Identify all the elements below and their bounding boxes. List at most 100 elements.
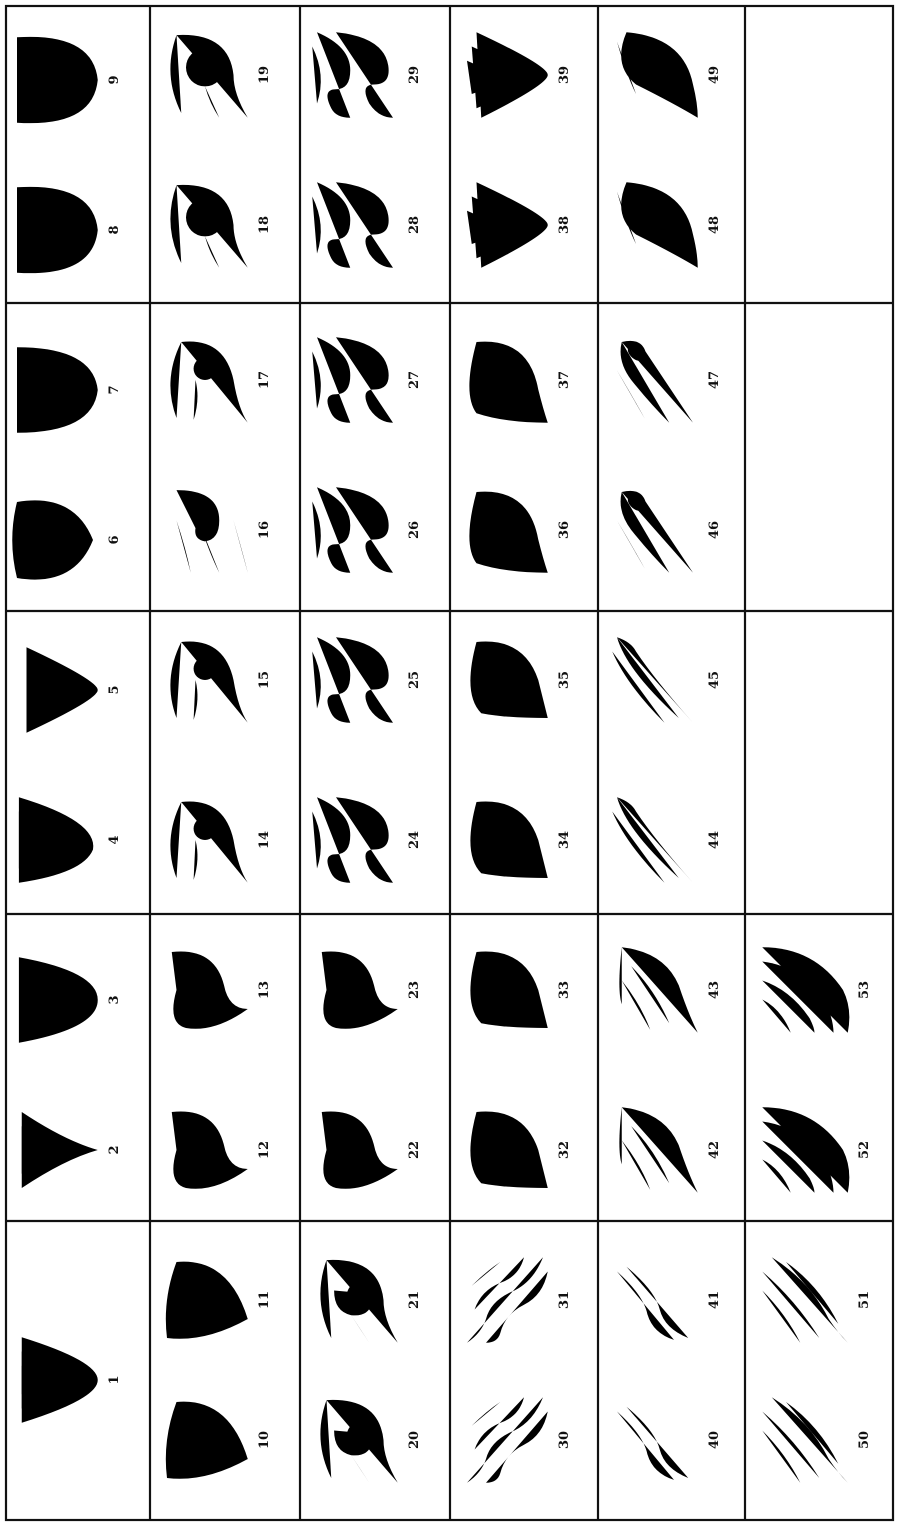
pattern-number-39: 39 — [557, 66, 572, 84]
pattern-glyph-1 — [22, 1337, 98, 1423]
pattern-panel-4: 4 — [19, 797, 122, 883]
pattern-panel-5: 5 — [26, 647, 122, 733]
pattern-number-43: 43 — [707, 981, 722, 999]
pattern-number-41: 41 — [707, 1291, 722, 1309]
pattern-number-2: 2 — [107, 1145, 122, 1154]
pattern-glyph-40 — [617, 1407, 688, 1480]
pattern-number-4: 4 — [107, 835, 122, 844]
pattern-number-8: 8 — [107, 225, 122, 234]
pattern-glyph-46 — [617, 491, 693, 573]
pattern-glyph-11 — [166, 1262, 248, 1339]
pattern-panel-8: 8 — [17, 187, 122, 273]
pattern-panel-52: 52 — [762, 1107, 872, 1193]
pattern-number-24: 24 — [407, 831, 422, 849]
pattern-glyph-45 — [612, 637, 693, 723]
pattern-glyph-19 — [170, 35, 247, 118]
pattern-panel-30: 30 — [467, 1397, 572, 1483]
pattern-panel-40: 40 — [617, 1407, 722, 1480]
pattern-glyph-39 — [467, 32, 548, 118]
pattern-panel-3: 3 — [19, 957, 122, 1043]
pattern-number-30: 30 — [557, 1431, 572, 1449]
pattern-glyph-53 — [762, 947, 849, 1033]
pattern-glyph-51 — [762, 1257, 848, 1343]
pattern-glyph-44 — [612, 797, 693, 883]
pattern-panel-25: 25 — [312, 637, 422, 723]
pattern-number-15: 15 — [257, 671, 272, 689]
pattern-panel-7: 7 — [17, 347, 122, 433]
pattern-panel-31: 31 — [467, 1257, 572, 1343]
pattern-number-3: 3 — [107, 995, 122, 1004]
pattern-glyph-31 — [467, 1257, 548, 1343]
pattern-number-25: 25 — [407, 671, 422, 689]
pattern-panel-11: 11 — [166, 1262, 272, 1339]
pattern-glyph-47 — [617, 341, 693, 423]
pattern-glyph-43 — [619, 947, 697, 1033]
pattern-glyph-36 — [469, 492, 547, 573]
pattern-panel-39: 39 — [467, 32, 572, 118]
pattern-glyph-15 — [170, 642, 247, 723]
pattern-number-17: 17 — [257, 371, 272, 389]
pattern-glyph-5 — [26, 647, 97, 733]
pattern-panel-1: 1 — [22, 1337, 122, 1423]
pattern-number-47: 47 — [707, 371, 722, 389]
pattern-panel-28: 28 — [312, 182, 422, 268]
pattern-number-20: 20 — [407, 1431, 422, 1449]
pattern-panel-42: 42 — [619, 1107, 722, 1193]
pattern-panel-34: 34 — [470, 802, 572, 878]
pattern-number-33: 33 — [557, 981, 572, 999]
pattern-glyph-12 — [172, 1111, 248, 1188]
pattern-number-45: 45 — [707, 671, 722, 689]
pattern-panel-50: 50 — [762, 1397, 872, 1483]
pattern-number-37: 37 — [557, 371, 572, 389]
pattern-panel-48: 48 — [617, 182, 722, 268]
pattern-glyph-23 — [322, 951, 398, 1028]
pattern-glyph-35 — [470, 642, 547, 718]
pattern-number-16: 16 — [257, 521, 272, 539]
pattern-number-1: 1 — [107, 1375, 122, 1384]
pattern-number-40: 40 — [707, 1431, 722, 1449]
pattern-panel-47: 47 — [617, 341, 722, 423]
pattern-glyph-48 — [617, 182, 698, 268]
pattern-panel-24: 24 — [312, 797, 422, 883]
pattern-panel-49: 49 — [617, 32, 722, 118]
pattern-panel-13: 13 — [172, 951, 272, 1028]
pattern-number-26: 26 — [407, 521, 422, 539]
pattern-panel-21: 21 — [320, 1260, 422, 1343]
pattern-glyph-50 — [762, 1397, 848, 1483]
pattern-panel-2: 2 — [22, 1112, 122, 1188]
pattern-panel-17: 17 — [170, 342, 272, 423]
pattern-number-14: 14 — [257, 831, 272, 849]
pattern-number-42: 42 — [707, 1141, 722, 1159]
pattern-number-36: 36 — [557, 521, 572, 539]
pattern-number-21: 21 — [407, 1291, 422, 1309]
pattern-glyph-17 — [170, 342, 247, 423]
pattern-panel-10: 10 — [166, 1402, 272, 1479]
pattern-panel-23: 23 — [322, 951, 422, 1028]
pattern-glyph-42 — [619, 1107, 697, 1193]
pattern-number-50: 50 — [857, 1431, 872, 1449]
pattern-panel-29: 29 — [312, 32, 422, 118]
pattern-glyph-9 — [17, 37, 98, 123]
pattern-glyph-14 — [170, 802, 247, 883]
pattern-number-10: 10 — [257, 1431, 272, 1449]
pattern-glyph-10 — [166, 1402, 248, 1479]
pattern-panel-32: 32 — [470, 1112, 572, 1188]
pattern-number-28: 28 — [407, 216, 422, 234]
pattern-glyph-38 — [467, 182, 548, 268]
pattern-glyph-30 — [467, 1397, 548, 1483]
pattern-number-53: 53 — [857, 981, 872, 999]
pattern-glyph-8 — [17, 187, 98, 273]
pattern-panel-18: 18 — [170, 185, 272, 268]
pattern-panel-12: 12 — [172, 1111, 272, 1188]
pattern-panel-46: 46 — [617, 491, 722, 573]
pattern-number-23: 23 — [407, 981, 422, 999]
pattern-panel-41: 41 — [617, 1267, 722, 1340]
pattern-number-51: 51 — [857, 1291, 872, 1309]
pattern-glyph-28 — [312, 182, 393, 268]
pattern-number-44: 44 — [707, 831, 722, 849]
pattern-number-49: 49 — [707, 66, 722, 84]
pattern-glyph-37 — [469, 342, 547, 423]
pattern-panel-44: 44 — [612, 797, 722, 883]
pattern-glyph-3 — [19, 957, 98, 1043]
pattern-glyph-4 — [19, 797, 93, 883]
